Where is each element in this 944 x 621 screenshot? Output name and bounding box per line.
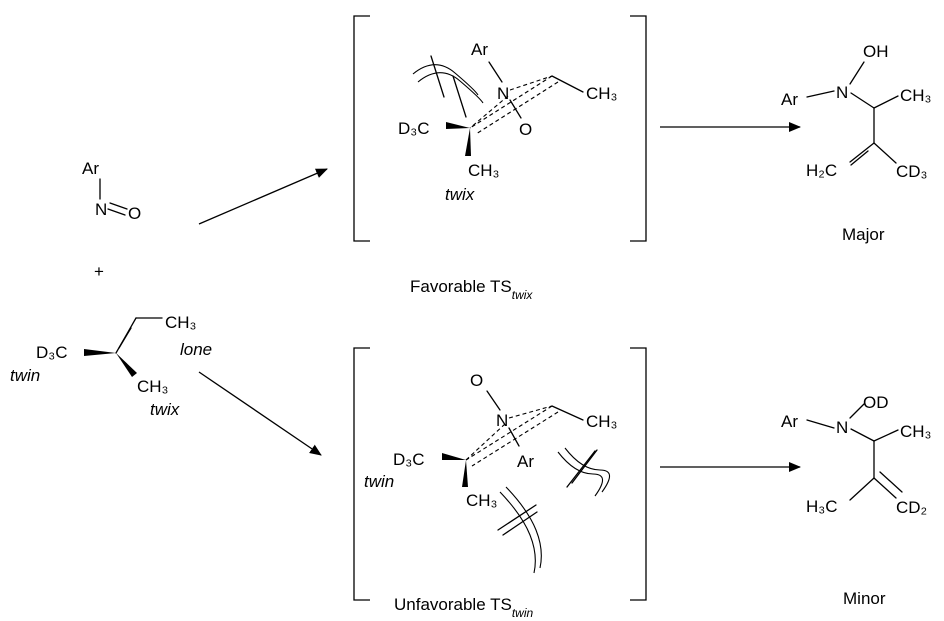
favorable-ts-partial-bond-4 xyxy=(475,81,559,135)
minor-product-ar-n-bond xyxy=(806,419,835,429)
unfavorable-ts-twin-tag: twin xyxy=(364,472,394,491)
major-product-ar-n-bond xyxy=(806,90,835,98)
favorable-ts-ch3-bottom: CH₃ xyxy=(468,161,499,180)
minor-product-h3c-label: H₃C xyxy=(806,497,837,516)
major-product: OH Ar N CH₃ H₂C CD₃ Major xyxy=(781,42,931,244)
unfavorable-ts-right-bracket xyxy=(630,347,647,601)
major-product-n-c-bond xyxy=(850,92,875,109)
favorable-ts-ch3-right: CH₃ xyxy=(586,84,617,103)
favorable-ts-right-bracket xyxy=(630,15,647,242)
favorable-ts-partial-bond-3 xyxy=(469,75,553,129)
favorable-ts-d3c-label: D₃C xyxy=(398,119,429,138)
major-product-double-bond-2 xyxy=(850,150,869,166)
unfavorable-ts-partial-bond-3 xyxy=(465,405,553,461)
unfavorable-ts-partial-bond-2 xyxy=(465,423,506,461)
arrow-to-favorable-ts xyxy=(198,168,328,225)
unfavorable-ts-o-label: O xyxy=(470,371,483,390)
favorable-ts-partial-bond-1 xyxy=(509,75,553,91)
alkene-ch3-bottom: CH₃ xyxy=(137,377,168,396)
favorable-ts: Ar N CH₃ O D₃C CH₃ twix Favorable TStwix xyxy=(353,15,647,302)
unfavorable-ts-n-ar-bond xyxy=(508,427,520,447)
minor-product-ar-label: Ar xyxy=(781,412,798,431)
nitroso-n-o-double-bond-2 xyxy=(107,208,126,216)
nitroso-o-label: O xyxy=(128,204,141,223)
unfavorable-ts-left-bracket xyxy=(353,347,370,601)
minor-product-c-h3c-bond xyxy=(849,477,875,501)
favorable-ts-partial-bond-2 xyxy=(469,95,509,129)
unfavorable-ts: O N CH₃ Ar D₃C CH₃ twin Unfavorable TStw xyxy=(353,347,647,620)
unfavorable-ts-caption-main: Unfavorable TS xyxy=(394,595,512,614)
major-product-n-label: N xyxy=(836,83,848,102)
minor-product-double-bond-1 xyxy=(873,477,897,499)
minor-product-n-label: N xyxy=(836,418,848,437)
alkene-ch3-top: CH₃ xyxy=(165,313,196,332)
unfavorable-ts-ch3-bottom: CH₃ xyxy=(466,491,497,510)
major-product-ar-label: Ar xyxy=(781,90,798,109)
minor-product-double-bond-2 xyxy=(879,471,903,493)
favorable-ts-o-label: O xyxy=(519,120,532,139)
alkene-double-bond-2 xyxy=(118,327,132,349)
major-product-n-oh-bond xyxy=(849,61,865,85)
favorable-ts-n-label: N xyxy=(497,84,509,103)
nitroso-n-o-double-bond-1 xyxy=(109,202,128,210)
major-product-double-bond-1 xyxy=(849,142,875,163)
major-product-oh-label: OH xyxy=(863,42,889,61)
arrow-to-unfavorable-ts xyxy=(198,371,322,456)
unfavorable-ts-steric-clash-icon-1 xyxy=(557,447,611,497)
alkene-ch3-wedge xyxy=(116,353,137,377)
alkene-reactant: CH₃ D₃C CH₃ lone twin twix xyxy=(10,313,212,419)
minor-product-cd2-label: CD₂ xyxy=(896,498,927,517)
plus-sign: + xyxy=(94,262,104,281)
minor-product-c-ch3-bond xyxy=(873,429,899,442)
minor-product-n-od-bond xyxy=(849,403,865,419)
favorable-ts-ar-label: Ar xyxy=(471,40,488,59)
unfavorable-ts-caption: Unfavorable TStwin xyxy=(394,595,533,620)
unfavorable-ts-ch3-right: CH₃ xyxy=(586,412,617,431)
alkene-lone-tag: lone xyxy=(180,340,212,359)
major-product-c-ch3-bond xyxy=(873,95,899,109)
major-product-c-cd3-bond xyxy=(873,142,897,164)
favorable-ts-steric-clash-icon xyxy=(412,55,484,118)
alkene-twin-tag: twin xyxy=(10,366,40,385)
minor-product-ch3-label: CH₃ xyxy=(900,422,931,441)
unfavorable-ts-ene-ch3-bond xyxy=(551,405,584,421)
unfavorable-ts-ch3-wedge xyxy=(462,460,468,487)
minor-product-n-c-bond xyxy=(850,428,875,442)
alkene-twix-tag: twix xyxy=(150,400,180,419)
major-product-label: Major xyxy=(842,225,885,244)
major-product-cd3-label: CD₃ xyxy=(896,162,927,181)
unfavorable-ts-d3c-wedge xyxy=(442,453,466,460)
unfavorable-ts-n-label: N xyxy=(496,411,508,430)
favorable-ts-ar-n-bond xyxy=(488,61,503,83)
minor-product-label: Minor xyxy=(843,589,886,608)
favorable-ts-d3c-wedge xyxy=(446,122,470,129)
unfavorable-ts-caption-sub: twin xyxy=(512,606,534,620)
major-product-h2c-label: H₂C xyxy=(806,161,837,180)
favorable-ts-ch3-wedge xyxy=(465,128,471,156)
favorable-ts-n-o-bond xyxy=(509,99,522,119)
favorable-ts-caption-main: Favorable TS xyxy=(410,277,512,296)
unfavorable-ts-ar-label: Ar xyxy=(517,452,534,471)
major-product-ch3-label: CH₃ xyxy=(900,86,931,105)
minor-product: OD Ar N CH₃ H₃C CD₂ Minor xyxy=(781,393,931,608)
minor-product-od-label: OD xyxy=(863,393,889,412)
nitroso-reactant: Ar N O xyxy=(82,159,141,223)
nitroso-ar-label: Ar xyxy=(82,159,99,178)
favorable-ts-twix-tag: twix xyxy=(445,185,475,204)
nitroso-n-label: N xyxy=(95,200,107,219)
unfavorable-ts-d3c-label: D₃C xyxy=(393,450,424,469)
alkene-d3c-wedge xyxy=(84,349,116,356)
favorable-ts-ene-ch3-bond xyxy=(551,75,584,93)
alkene-d3c-label: D₃C xyxy=(36,343,67,362)
unfavorable-ts-steric-clash-icon-2 xyxy=(497,486,542,574)
favorable-ts-caption-sub: twix xyxy=(512,288,534,302)
unfavorable-ts-o-n-bond xyxy=(486,390,501,411)
favorable-ts-caption: Favorable TStwix xyxy=(410,277,533,302)
favorable-ts-left-bracket xyxy=(353,15,370,242)
unfavorable-ts-partial-bond-1 xyxy=(508,405,553,419)
